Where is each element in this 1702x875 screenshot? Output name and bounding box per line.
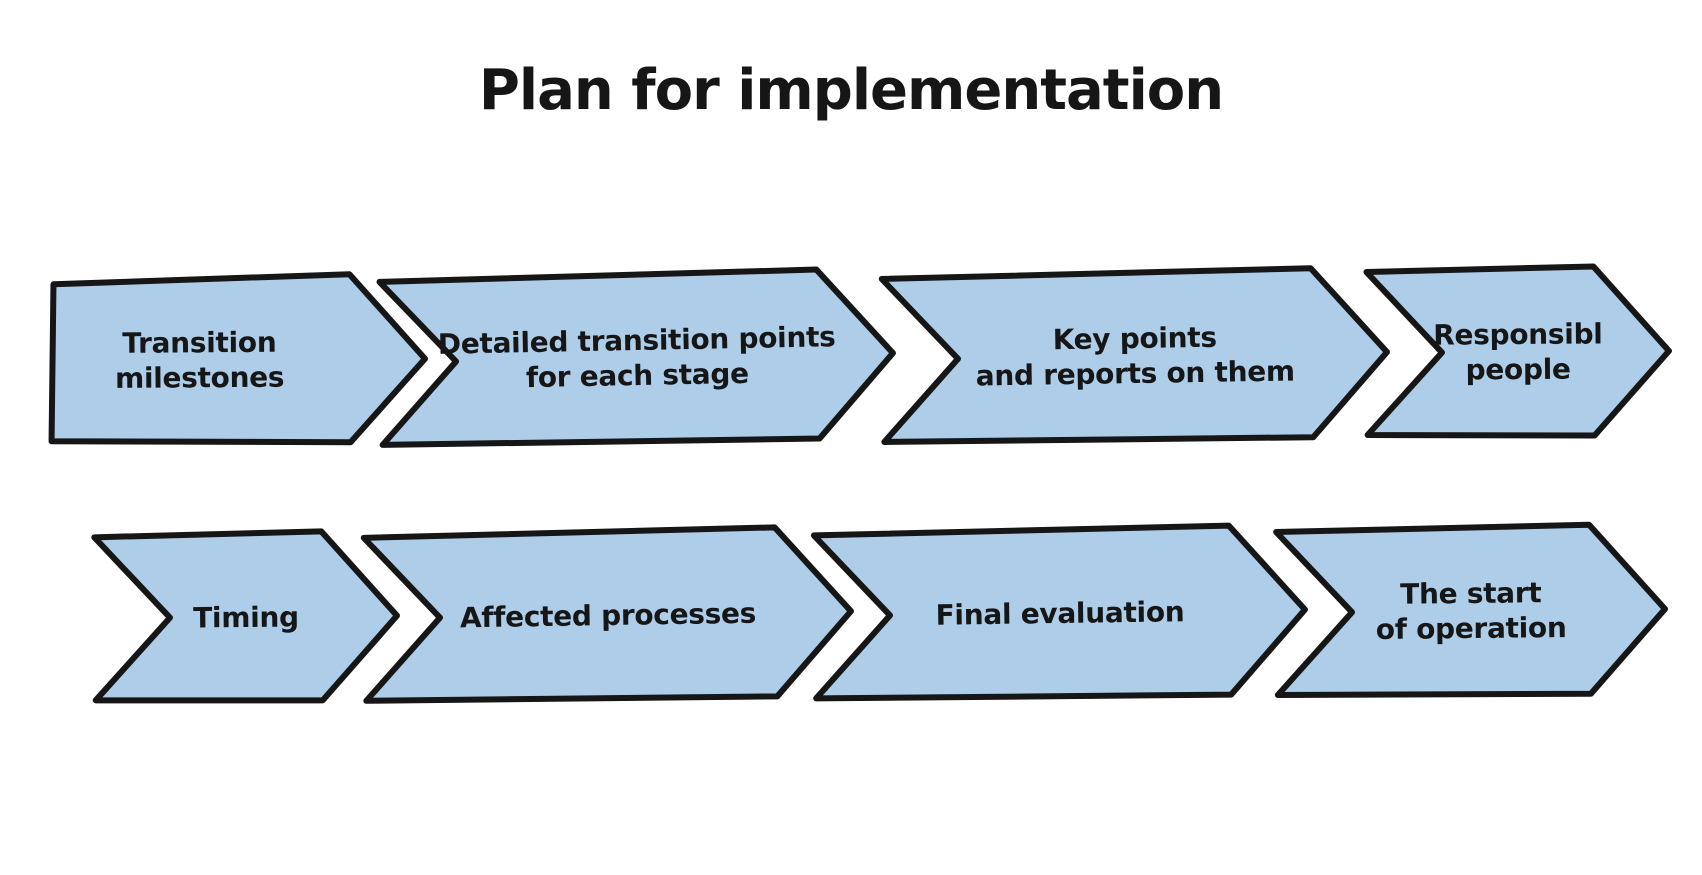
diagram-title: Plan for implementation bbox=[478, 58, 1224, 123]
arrow-affected-processes: Affected processes bbox=[359, 521, 858, 709]
arrow-final-evaluation: Final evaluation bbox=[809, 520, 1311, 707]
arrow-shape bbox=[878, 265, 1390, 445]
arrow-transition-milestones: Transition milestones bbox=[45, 269, 430, 452]
arrow-shape bbox=[48, 271, 428, 446]
arrow-shape bbox=[1363, 263, 1672, 439]
arrow-shape bbox=[1273, 521, 1668, 699]
arrow-shape bbox=[810, 522, 1308, 702]
arrow-start-of-operation: The start of operation bbox=[1271, 519, 1671, 703]
arrow-shape bbox=[360, 524, 854, 704]
arrow-detailed-transition-points: Detailed transition points for each stag… bbox=[374, 263, 899, 453]
arrow-responsible-people: Responsibl people bbox=[1361, 261, 1674, 443]
arrow-shape bbox=[376, 266, 896, 448]
arrow-shape bbox=[91, 528, 400, 704]
arrow-timing: Timing bbox=[89, 526, 403, 709]
arrow-key-points-reports: Key points and reports on them bbox=[877, 262, 1394, 450]
